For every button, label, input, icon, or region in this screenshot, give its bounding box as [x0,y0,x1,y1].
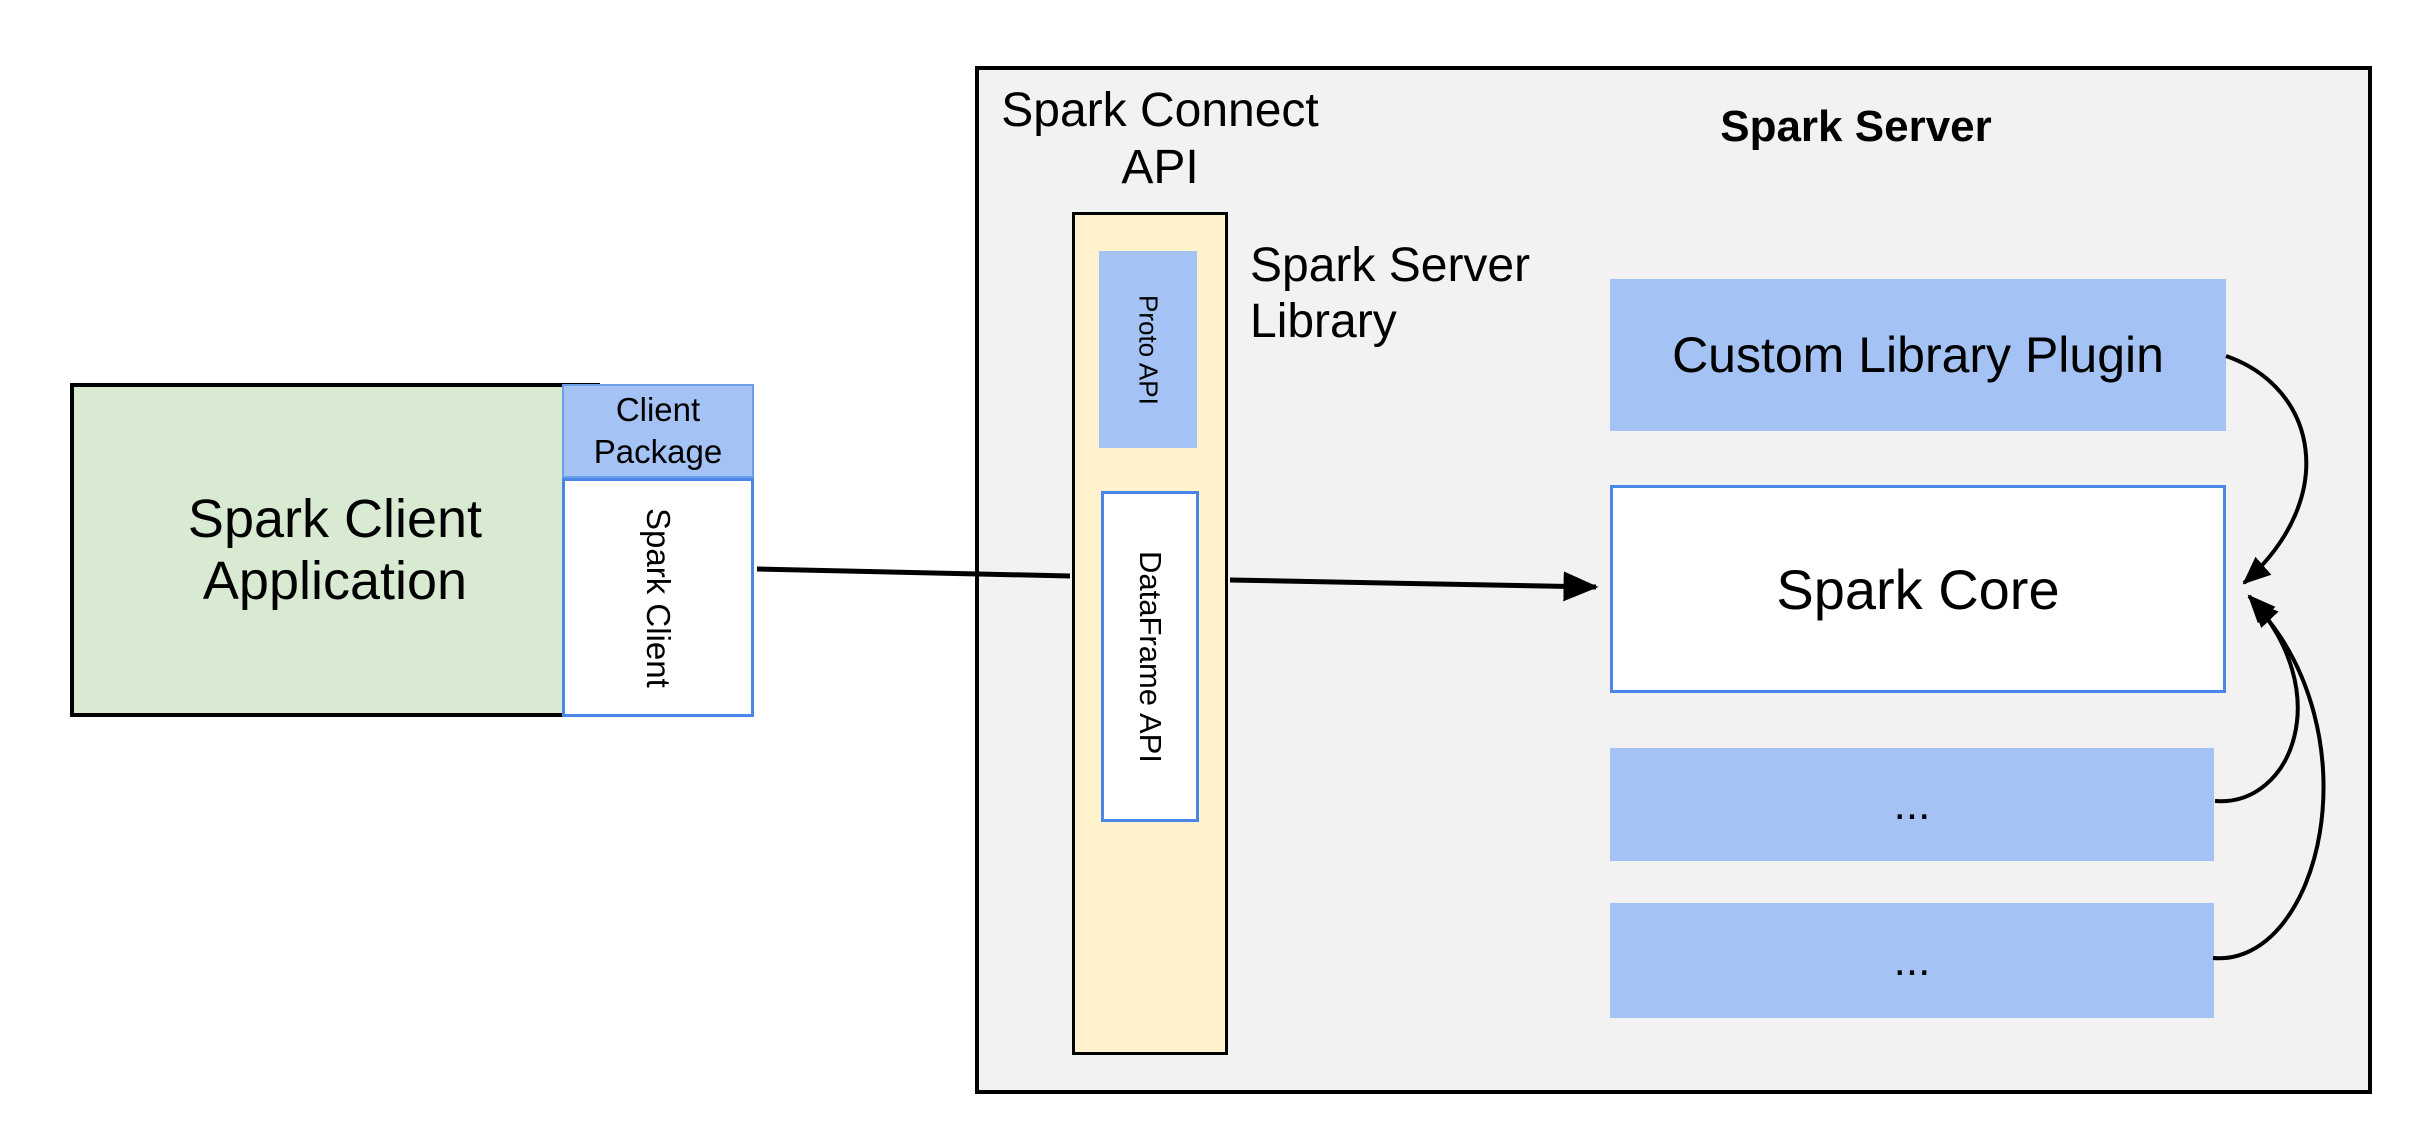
ellipsis-label: ... [1893,779,1931,829]
ellipsis-label: ... [1893,935,1931,985]
spark-server-title: Spark Server [1720,102,1992,151]
spark-connect-api-title: Spark Connect API [1001,84,1319,194]
custom-library-plugin-box: Custom Library Plugin [1610,279,2226,431]
spark-client-application-label: Spark Client Application [187,489,483,611]
spark-core-label: Spark Core [1776,557,2060,621]
dataframe-api-box: DataFrame API [1101,491,1199,822]
extra-plugin-box-2: ... [1610,903,2214,1018]
spark-server-library-caption: Spark Server Library [1250,239,1531,348]
client-package-label: Client Package [593,391,723,470]
custom-library-plugin-label: Custom Library Plugin [1672,327,2164,383]
dataframe-api-label: DataFrame API [1133,550,1168,763]
client-package-box: Client Package [562,384,754,478]
proto-api-label: Proto API [1133,294,1164,405]
spark-client-application-box: Spark Client Application [70,383,600,717]
spark-client-label: Spark Client [640,507,677,688]
spark-client-box: Spark Client [562,478,754,717]
extra-plugin-box-1: ... [1610,748,2214,861]
proto-api-box: Proto API [1099,251,1197,448]
spark-core-box: Spark Core [1610,485,2226,693]
